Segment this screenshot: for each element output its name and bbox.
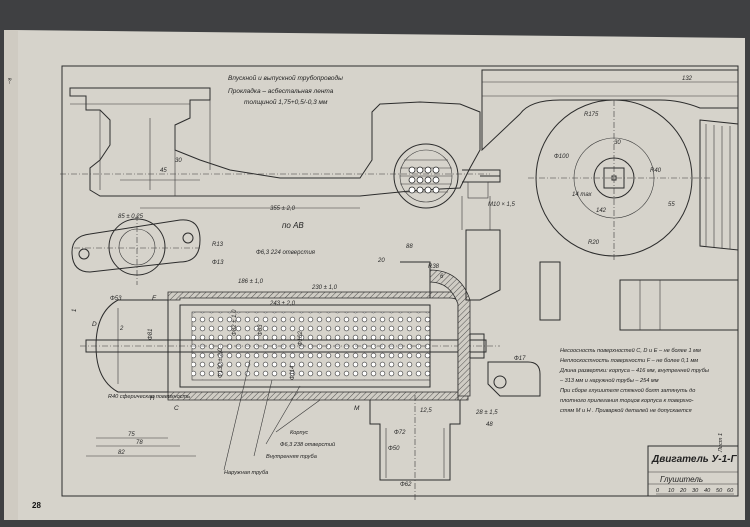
dim-f82: 1 bbox=[72, 309, 78, 312]
dim-r40: R40 bbox=[650, 168, 662, 174]
side-mark: k– bbox=[6, 78, 12, 85]
page-number: 28 bbox=[32, 501, 41, 510]
dim-6: 6 bbox=[440, 274, 444, 280]
label-238-holes: Ф6,3 238 отверстий bbox=[280, 441, 335, 448]
label-r40: R40 сферическая поверхность bbox=[108, 394, 190, 400]
mark-h: H bbox=[150, 395, 155, 402]
dim-230: 230 ± 1,0 bbox=[311, 285, 338, 291]
dim-r175: R175 bbox=[584, 112, 599, 118]
dim-r20: R20 bbox=[588, 240, 600, 246]
mark-d: D bbox=[92, 321, 97, 328]
mark-e: E bbox=[152, 295, 157, 302]
scale-tick: 40 bbox=[704, 488, 711, 494]
side-view bbox=[465, 69, 739, 331]
dim-45: 45 bbox=[160, 168, 167, 174]
mark-c: C bbox=[174, 405, 179, 412]
spec-line-6: плотного прилегания торцов корпуса к пов… bbox=[560, 398, 694, 404]
dim-142: 142 bbox=[596, 208, 607, 214]
dim-186: 186 ± 1,0 bbox=[238, 279, 264, 285]
dim-r38: R38 bbox=[428, 264, 440, 270]
label-inner-tube: Внутренняя труба bbox=[266, 454, 317, 460]
dim-28: 28 ± 1,5 bbox=[475, 410, 498, 416]
note-gasket: Прокладка – асбестальная лента bbox=[228, 87, 334, 95]
dim-55: 55 bbox=[668, 202, 675, 208]
dim-85: 85 ± 0,25 bbox=[118, 214, 144, 220]
spec-line-4: – 313 мм и наружной трубы – 254 мм bbox=[559, 377, 659, 384]
flange-view bbox=[71, 215, 201, 285]
title-block bbox=[647, 445, 739, 497]
dim-30-right: 30 bbox=[614, 140, 621, 146]
dim-75: 75 bbox=[128, 432, 135, 438]
dim-20: 20 bbox=[377, 258, 385, 264]
spec-notes: Несоосность поверхностей С, D и E – не б… bbox=[559, 347, 709, 414]
spec-line-2: Неплоскостность поверхности F – не более… bbox=[560, 358, 698, 364]
scale-tick: 0 bbox=[656, 488, 660, 494]
dim-f17: Ф17 bbox=[514, 356, 526, 362]
dim-78: 78 bbox=[136, 440, 143, 446]
dim-r13: R13 bbox=[212, 242, 224, 248]
muffler-section bbox=[80, 261, 541, 500]
dim-12-5: 12,5 bbox=[420, 408, 432, 414]
dim-82: 82 bbox=[118, 450, 125, 456]
dim-f100: Ф100 bbox=[554, 154, 569, 160]
mark-m: M bbox=[354, 405, 360, 412]
subtitle: Глушитель bbox=[660, 475, 703, 484]
dim-f27: Ф82 ± 1,0 bbox=[232, 309, 238, 336]
dim-f104a: Ф102 bbox=[298, 331, 304, 346]
dim-88: 88 bbox=[406, 244, 413, 250]
spec-line-3: Длина развертки: корпуса – 416 мм, внутр… bbox=[559, 367, 709, 374]
scale-tick: 20 bbox=[679, 488, 687, 494]
dim-f50: Ф50 bbox=[388, 446, 400, 452]
dim-48: 48 bbox=[486, 422, 493, 428]
dim-355: 355 ± 2,0 bbox=[270, 206, 296, 212]
dim-30: 30 bbox=[175, 158, 182, 164]
dim-f10: Ф63 bbox=[258, 324, 264, 336]
dim-f63: Ф81 bbox=[148, 329, 154, 340]
scale-tick: 60 bbox=[727, 488, 734, 494]
dim-132: 132 bbox=[682, 76, 693, 82]
spec-line-5: При сборе глушителя стяжной болт затянут… bbox=[560, 387, 695, 394]
title: Двигатель У-1-Г bbox=[651, 454, 738, 465]
dim-f81: 2 bbox=[119, 326, 124, 332]
label-outer-tube: Наружная труба bbox=[224, 470, 268, 476]
manifold-holes bbox=[408, 166, 440, 194]
scale-tick: 50 bbox=[716, 488, 723, 494]
label-224-holes: Ф6,3 224 отверстия bbox=[256, 250, 316, 256]
manifold-view bbox=[60, 87, 501, 231]
dim-243: 243 ± 2,0 bbox=[269, 301, 296, 307]
dim-f130: Ф130 ± 2,0 bbox=[218, 348, 224, 378]
dim-f114: Ф114 bbox=[290, 365, 296, 380]
note-manifold: Впускной и выпускной трубопроводы bbox=[228, 74, 343, 82]
dim-14max: 14 max bbox=[572, 192, 593, 198]
spec-line-1: Несоосность поверхностей С, D и E – не б… bbox=[560, 347, 701, 354]
spec-line-7: стям М и Н . Приваркой деталей не допуск… bbox=[560, 407, 692, 414]
scale-tick: 30 bbox=[692, 488, 699, 494]
scale-bar: 0 10 20 30 40 50 60 bbox=[656, 488, 734, 495]
sheet-label: Лист 1 bbox=[718, 433, 724, 453]
dim-f72: Ф72 bbox=[394, 430, 406, 436]
dim-f62: Ф62 bbox=[400, 482, 412, 488]
section-label: по АВ bbox=[282, 221, 304, 230]
note-thickness: толщиной 1,75+0,5/-0,3 мм bbox=[244, 98, 328, 106]
binding-edge bbox=[4, 30, 18, 520]
dim-f13: Ф13 bbox=[212, 260, 224, 266]
dim-f53: Ф53 bbox=[110, 296, 122, 302]
scale-tick: 10 bbox=[668, 488, 675, 494]
dim-m10: M10 × 1,5 bbox=[488, 202, 516, 208]
label-body: Корпус bbox=[290, 430, 308, 436]
